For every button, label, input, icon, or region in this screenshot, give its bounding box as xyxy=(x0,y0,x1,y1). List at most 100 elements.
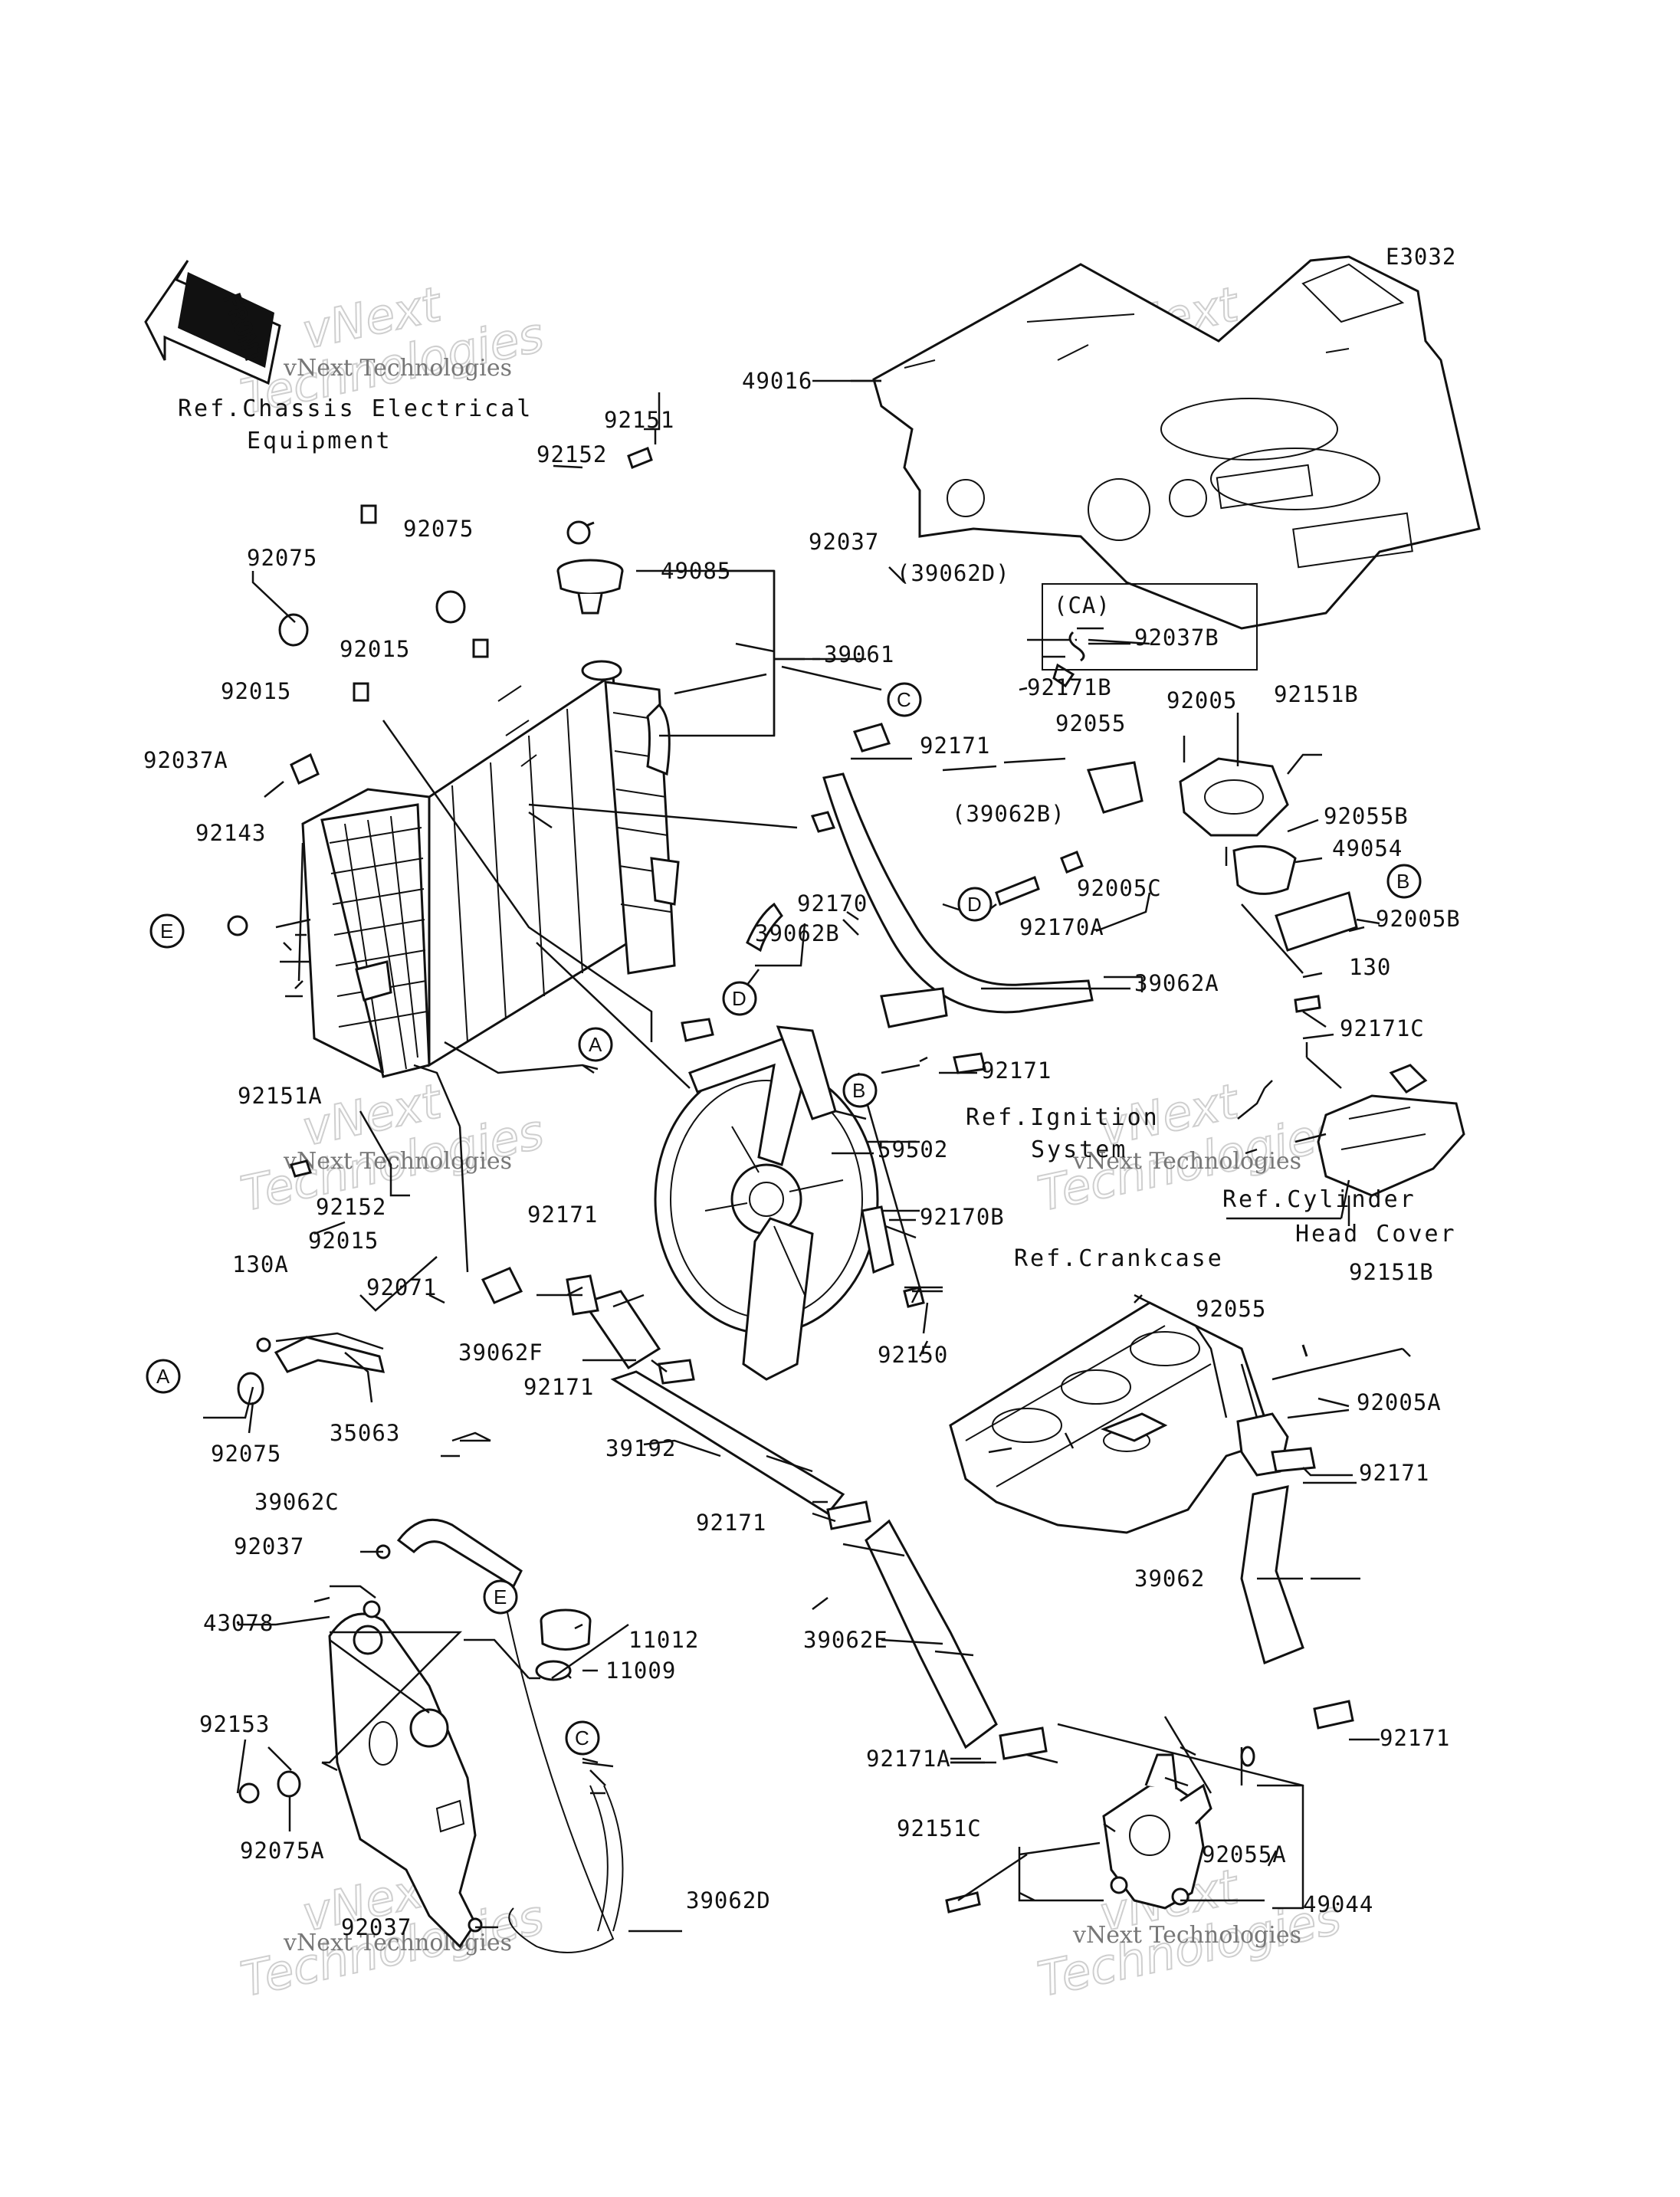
part-label: 92037A xyxy=(143,747,228,773)
part-label: 92171 xyxy=(523,1374,594,1400)
connector-d-mid: D xyxy=(722,981,757,1016)
ref-ignition-line-1: Ref.Ignition xyxy=(966,1104,1160,1131)
connector-b-right: B xyxy=(1386,864,1422,899)
svg-text:vNext Technologies: vNext Technologies xyxy=(1072,1148,1301,1175)
part-label: 92143 xyxy=(195,820,266,846)
reference-labels: Ref.Chassis Electrical Equipment Ref.Ign… xyxy=(178,395,1455,1272)
ref-chassis-line-2: Equipment xyxy=(247,428,392,454)
part-label: 92171 xyxy=(1359,1460,1429,1486)
part-label: 92151B xyxy=(1349,1259,1434,1285)
part-label: 92075 xyxy=(247,545,317,571)
part-label: 39061 xyxy=(824,641,894,667)
part-label: 92150 xyxy=(878,1342,948,1368)
svg-text:B: B xyxy=(1396,870,1409,893)
connector-a-left: A xyxy=(146,1359,181,1394)
connector-a-mid: A xyxy=(578,1027,613,1062)
part-label: 39062A xyxy=(1134,970,1219,996)
part-label: 39062E xyxy=(803,1627,888,1653)
part-label: 39062B xyxy=(755,920,840,946)
thermostat-housing-part xyxy=(1086,757,1358,1477)
part-label: 92152 xyxy=(316,1194,386,1220)
part-label: 92171 xyxy=(920,733,990,759)
part-label: 49085 xyxy=(661,558,731,584)
part-label: 49016 xyxy=(742,368,812,394)
part-label: (39062D) xyxy=(897,560,1010,586)
part-label: 92005 xyxy=(1166,687,1237,713)
svg-text:vNext Technologies: vNext Technologies xyxy=(283,355,512,382)
crankcase-block-part xyxy=(949,1301,1274,1534)
connector-markers: C B D E D A B A E C xyxy=(146,682,1422,1756)
part-label: 92075A xyxy=(240,1838,325,1864)
part-label: 92071 xyxy=(366,1274,437,1300)
front-arrow-icon: FRONT xyxy=(144,260,281,385)
part-label: 92037 xyxy=(234,1533,304,1559)
part-label: 92015 xyxy=(340,636,410,662)
connector-c-bottom: C xyxy=(565,1720,600,1756)
svg-text:C: C xyxy=(575,1726,589,1749)
part-label: 92037B xyxy=(1134,625,1219,651)
part-label: 92171 xyxy=(1380,1725,1450,1751)
part-label: 92005B xyxy=(1376,906,1461,932)
part-label: 92170 xyxy=(797,890,868,917)
connector-e-left: E xyxy=(149,913,185,949)
part-label: 92170B xyxy=(920,1204,1005,1230)
part-label: 35063 xyxy=(330,1420,400,1446)
part-label: 92055B xyxy=(1324,803,1409,829)
svg-text:D: D xyxy=(732,987,746,1010)
svg-text:E: E xyxy=(160,920,173,943)
part-label: 11012 xyxy=(628,1627,699,1653)
part-label: 39062F xyxy=(458,1340,543,1366)
part-label: 59502 xyxy=(878,1136,948,1162)
part-label: 39192 xyxy=(605,1435,676,1461)
part-label: 92037 xyxy=(809,529,879,555)
part-label: 92005A xyxy=(1357,1389,1442,1415)
part-label: 92152 xyxy=(536,441,607,467)
cooling-fan-part xyxy=(654,1018,879,1381)
part-label: (39062B) xyxy=(952,801,1065,827)
connector-b-mid: B xyxy=(842,1073,878,1108)
water-pump-part xyxy=(1102,1753,1212,1910)
part-label: 39062 xyxy=(1134,1566,1205,1592)
part-label: 92171A xyxy=(866,1746,951,1772)
part-label: 11009 xyxy=(605,1658,676,1684)
cylinder-head-cover-part xyxy=(1317,1064,1465,1197)
part-label: 92075 xyxy=(211,1441,281,1467)
part-label: 92055 xyxy=(1196,1296,1266,1322)
part-label: 43078 xyxy=(203,1610,274,1636)
part-label: 39062C xyxy=(254,1489,340,1515)
part-label: 92151B xyxy=(1274,681,1359,707)
part-label: 92055A xyxy=(1202,1841,1287,1867)
part-label: 130 xyxy=(1349,954,1391,980)
radiator-cap-part xyxy=(556,559,624,615)
reserve-tank-part xyxy=(328,1612,477,1949)
radiator-part xyxy=(301,660,680,1078)
svg-text:A: A xyxy=(589,1033,602,1056)
svg-text:C: C xyxy=(897,688,911,711)
part-label: 92015 xyxy=(308,1228,379,1254)
svg-text:vNext Technologies: vNext Technologies xyxy=(283,1930,512,1956)
part-label: 92171C xyxy=(1340,1015,1425,1041)
part-label: 92171 xyxy=(696,1510,766,1536)
ref-crankcase-line-1: Ref.Crankcase xyxy=(1014,1245,1224,1272)
svg-text:vNext Technologies: vNext Technologies xyxy=(283,1148,512,1175)
ref-cylinder-line-1: Ref.Cylinder xyxy=(1222,1186,1416,1213)
part-label: 130A xyxy=(232,1251,289,1277)
clip-92037B-icon xyxy=(1068,631,1085,662)
ref-ignition-line-2: System xyxy=(1031,1136,1127,1163)
part-label: 92015 xyxy=(221,678,291,704)
undercover-shield-part xyxy=(872,255,1481,630)
label-ticks xyxy=(251,379,1360,1867)
svg-text:D: D xyxy=(967,893,982,916)
part-label: 92151C xyxy=(897,1815,982,1841)
part-label: 92170A xyxy=(1019,914,1104,940)
part-label: 92075 xyxy=(403,516,474,542)
connector-d-right: D xyxy=(957,887,993,922)
diagram-code: E3032 xyxy=(1386,244,1456,270)
svg-text:B: B xyxy=(852,1079,865,1102)
svg-text:E: E xyxy=(494,1585,507,1608)
ca-group-label: (CA) xyxy=(1054,592,1111,618)
part-label: 49044 xyxy=(1303,1891,1373,1917)
svg-text:A: A xyxy=(156,1365,170,1388)
hose-group xyxy=(396,772,1304,1953)
